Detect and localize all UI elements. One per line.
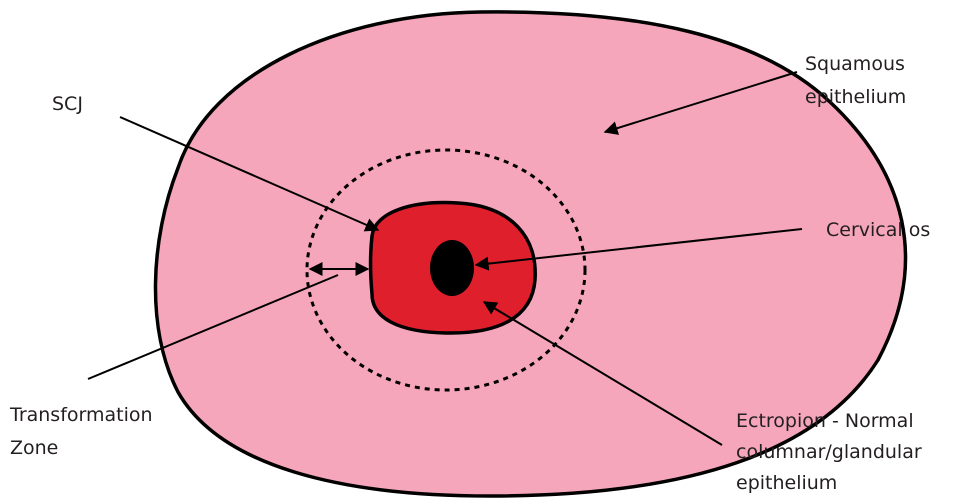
- squamous-epithelium-label: Squamous epithelium: [805, 53, 911, 108]
- ectropion-label: Ectropion - Normal columnar/glandular ep…: [736, 410, 928, 494]
- cervical-os-label: Cervical os: [826, 219, 930, 241]
- scj-label: SCJ: [52, 93, 83, 115]
- transformation-zone-label: Transformation Zone: [9, 404, 159, 459]
- cervical-os: [430, 240, 474, 296]
